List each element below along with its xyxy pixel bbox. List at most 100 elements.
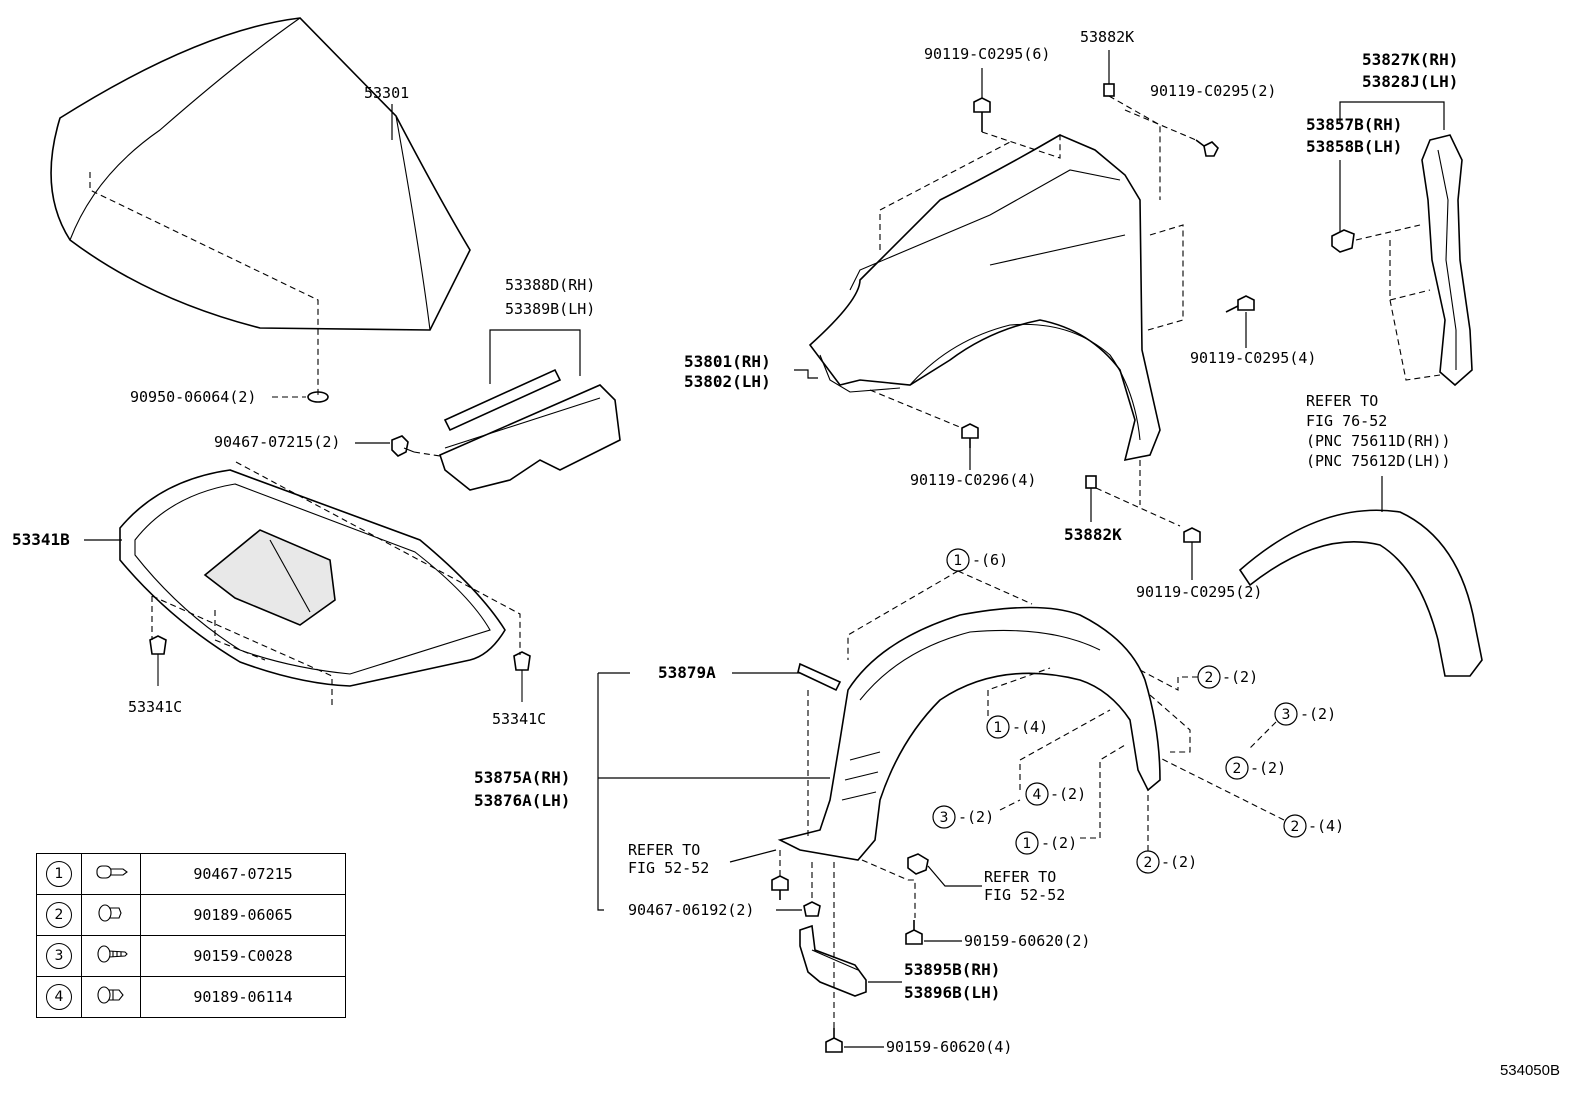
legend-part-number: 90189-06065 (140, 894, 346, 936)
refer-flare-line3: (PNC 75611D(RH)) (1306, 432, 1451, 450)
liner-bracket-label: 53879A (658, 663, 716, 682)
svg-text:2: 2 (1205, 670, 1214, 686)
liner-label-lh: 53876A(LH) (474, 791, 570, 810)
protector-label-lh: 53828J(LH) (1362, 72, 1458, 91)
fender-nut-top (1103, 83, 1115, 97)
fender-label-lh: 53802(LH) (684, 372, 771, 391)
svg-text:1: 1 (994, 720, 1003, 736)
callout-2-2-top: 2 -(2) (1197, 665, 1258, 689)
svg-text:3: 3 (940, 810, 949, 826)
illustration-code: 534050B (1499, 1062, 1560, 1079)
legend-key: 4 (46, 984, 72, 1010)
fender-nut-top-label: 53882K (1080, 28, 1134, 46)
screw-a-label: 90159-60620(2) (964, 932, 1090, 950)
fender-protector (1421, 134, 1473, 387)
insulator-clip-right (513, 651, 531, 702)
insulator-clip-left (149, 635, 167, 686)
callout-4-2: 4 -(2) (1025, 782, 1086, 806)
liner-bracket (797, 662, 842, 692)
legend-part-number: 90159-C0028 (140, 935, 346, 977)
svg-text:-(2): -(2) (1250, 759, 1286, 777)
fender-bolt-top2 (1195, 139, 1219, 157)
hood-plug (307, 391, 329, 403)
fender-bolt-bottom (1183, 527, 1201, 543)
refer-flare-line2: FIG 76-52 (1306, 412, 1387, 430)
mudguard-label-lh: 53896B(LH) (904, 983, 1000, 1002)
hood-seal-label-lh: 53389B(LH) (505, 300, 595, 318)
callout-1-4: 1 -(4) (986, 715, 1048, 739)
front-fender (808, 134, 1161, 462)
insulator-label: 53341B (12, 530, 70, 549)
refer-flare-line1: REFER TO (1306, 392, 1378, 410)
hood-clip (391, 435, 415, 457)
svg-text:1: 1 (954, 553, 963, 569)
wheel-arch-flare (1238, 509, 1483, 677)
callout-1-2: 1 -(2) (1015, 831, 1077, 855)
refer-flare-line4: (PNC 75612D(LH)) (1306, 452, 1451, 470)
refer-a-line2: FIG 52-52 (628, 859, 709, 877)
svg-text:-(2): -(2) (1300, 705, 1336, 723)
rivet-clip-icon (97, 986, 124, 1004)
push-clip-icon (96, 865, 128, 879)
svg-text:-(2): -(2) (1050, 785, 1086, 803)
protector-clip-label-rh: 53857B(RH) (1306, 115, 1402, 134)
protector-clip-label-lh: 53858B(LH) (1306, 137, 1402, 156)
svg-text:-(2): -(2) (1222, 668, 1258, 686)
legend-key: 3 (46, 943, 72, 969)
fender-bolt-top (973, 97, 991, 132)
callout-1-6: 1 -(6) (946, 548, 1008, 572)
hood-label: 53301 (364, 84, 409, 102)
hood-insulator (119, 469, 506, 687)
hood-seal-label-rh: 53388D(RH) (505, 276, 595, 294)
fender-bolt-rear (1225, 295, 1255, 313)
legend-part-number: 90467-07215 (140, 853, 346, 895)
liner-clip-label: 90467-06192(2) (628, 901, 754, 919)
fender-bolt-front-label: 90119-C0296(4) (910, 471, 1036, 489)
hood-clip-label: 90467-07215(2) (214, 433, 340, 451)
legend-row: 4 90189-06114 (36, 976, 346, 1018)
fender-bolt-bottom-label: 90119-C0295(2) (1136, 583, 1262, 601)
liner-clip (803, 901, 821, 917)
legend-key: 1 (46, 861, 72, 887)
liner-label-rh: 53875A(RH) (474, 768, 570, 787)
callout-2-4: 2 -(4) (1283, 814, 1344, 838)
callout-3-2-right: 3 -(2) (1274, 702, 1336, 726)
svg-text:-(2): -(2) (1041, 834, 1077, 852)
mudguard (799, 924, 867, 997)
screw-b-label: 90159-60620(4) (886, 1038, 1012, 1056)
fender-liner (777, 606, 1161, 861)
svg-text:-(4): -(4) (1308, 817, 1344, 835)
legend-row: 3 90159-C0028 (36, 935, 346, 977)
fastener-legend: 1 90467-07215 2 90189-06065 3 90159-C002… (36, 853, 346, 1018)
legend-part-number: 90189-06114 (140, 976, 346, 1018)
svg-text:2: 2 (1291, 819, 1300, 835)
insulator-clip-right-label: 53341C (492, 710, 546, 728)
screw-b (825, 1028, 843, 1053)
svg-text:2: 2 (1233, 761, 1242, 777)
svg-text:4: 4 (1033, 787, 1042, 803)
hood-panel (50, 17, 471, 331)
callout-2-2-right: 2 -(2) (1225, 756, 1286, 780)
grommet-clip-icon (98, 904, 122, 922)
liner-bolt-front (771, 875, 789, 900)
legend-row: 1 90467-07215 (36, 853, 346, 895)
hood-seal (439, 368, 621, 491)
legend-row: 2 90189-06065 (36, 894, 346, 936)
screw-clip-icon (97, 945, 128, 963)
protector-label-rh: 53827K(RH) (1362, 50, 1458, 69)
svg-text:-(2): -(2) (958, 808, 994, 826)
fender-label-rh: 53801(RH) (684, 352, 771, 371)
fender-nut-bottom-label: 53882K (1064, 525, 1122, 544)
svg-text:1: 1 (1023, 836, 1032, 852)
svg-text:3: 3 (1282, 707, 1291, 723)
hood-plug-label: 90950-06064(2) (130, 388, 256, 406)
fender-nut-bottom (1085, 475, 1097, 489)
svg-text:-(4): -(4) (1012, 718, 1048, 736)
legend-key: 2 (46, 902, 72, 928)
svg-text:-(6): -(6) (972, 551, 1008, 569)
protector-clip (1331, 229, 1355, 253)
insulator-clip-left-label: 53341C (128, 698, 182, 716)
fender-bolt-top-label: 90119-C0295(6) (924, 45, 1050, 63)
svg-text:-(2): -(2) (1161, 853, 1197, 871)
